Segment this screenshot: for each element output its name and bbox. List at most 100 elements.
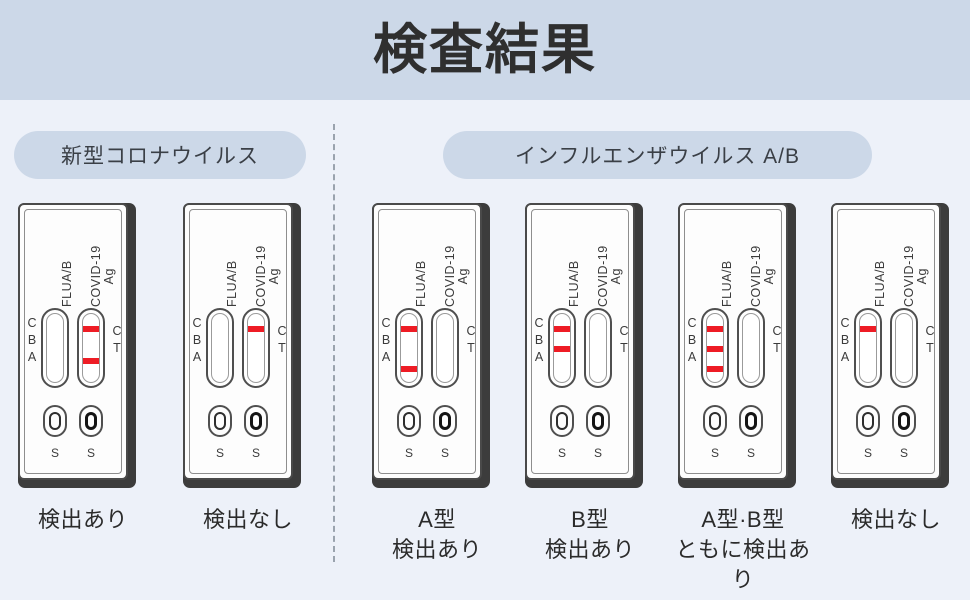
covid-sample-label: S bbox=[746, 446, 755, 460]
cassette-inner-outline bbox=[684, 209, 782, 474]
flu-window-label: FLUA/B bbox=[873, 260, 887, 307]
covid-window-strip bbox=[247, 313, 265, 383]
result-windows bbox=[20, 308, 130, 388]
cassette-caption: 検出なし bbox=[173, 505, 323, 535]
cassette-caption-line1: B型 bbox=[571, 507, 609, 532]
flu-sample-label: S bbox=[557, 446, 566, 460]
sample-wells bbox=[680, 405, 790, 445]
cassette-caption: 検出なし bbox=[821, 505, 970, 535]
covid-window-strip bbox=[589, 313, 607, 383]
flu-sample-well-hole bbox=[49, 412, 61, 430]
flu-result-window bbox=[395, 308, 423, 388]
result-band-covid-C bbox=[83, 326, 99, 332]
flu-sample-well-hole bbox=[862, 412, 874, 430]
flu-window-label: FLUA/B bbox=[414, 260, 428, 307]
covid-sample-well bbox=[892, 405, 916, 437]
flu-sample-well bbox=[397, 405, 421, 437]
sample-wells bbox=[374, 405, 484, 445]
cassette-caption: 検出あり bbox=[8, 505, 158, 535]
flu-sample-label: S bbox=[50, 446, 59, 460]
covid-sample-label: S bbox=[593, 446, 602, 460]
covid-result-window bbox=[890, 308, 918, 388]
flu-window-label: FLUA/B bbox=[60, 260, 74, 307]
cassette-caption: B型検出あり bbox=[515, 505, 665, 565]
result-band-flu-A bbox=[401, 366, 417, 372]
sample-wells bbox=[20, 405, 130, 445]
covid-window-strip bbox=[436, 313, 454, 383]
cassette-caption-line2: 検出あり bbox=[391, 537, 482, 562]
covid-sample-label: S bbox=[899, 446, 908, 460]
page-header: 検査結果 bbox=[0, 0, 970, 100]
flu-sample-label: S bbox=[710, 446, 719, 460]
covid-sample-well-hole bbox=[250, 412, 262, 430]
sample-wells bbox=[527, 405, 637, 445]
flu-sample-well bbox=[856, 405, 880, 437]
flu-sample-well bbox=[43, 405, 67, 437]
cassette-inner-outline bbox=[531, 209, 629, 474]
result-band-covid-T bbox=[83, 358, 99, 364]
covid-result-window bbox=[242, 308, 270, 388]
flu-sample-well bbox=[703, 405, 727, 437]
result-windows bbox=[374, 308, 484, 388]
flu-result-window bbox=[701, 308, 729, 388]
covid-sample-label: S bbox=[86, 446, 95, 460]
flu-sample-label: S bbox=[215, 446, 224, 460]
section-divider bbox=[333, 124, 335, 562]
covid-sample-well bbox=[244, 405, 268, 437]
covid-sample-well-hole bbox=[592, 412, 604, 430]
flu-sample-well bbox=[208, 405, 232, 437]
flu-window-label: FLUA/B bbox=[720, 260, 734, 307]
result-band-flu-B bbox=[554, 346, 570, 352]
cassette-caption-line1: A型 bbox=[418, 507, 456, 532]
flu-result-window bbox=[548, 308, 576, 388]
covid-result-window bbox=[584, 308, 612, 388]
covid-sample-well bbox=[433, 405, 457, 437]
flu-sample-label: S bbox=[404, 446, 413, 460]
cassette-inner-outline bbox=[837, 209, 935, 474]
cassette-caption-line2: ともに検出あり bbox=[675, 537, 811, 592]
covid-sample-label: S bbox=[440, 446, 449, 460]
section-badge-influenza-label: インフルエンザウイルス A/B bbox=[514, 145, 801, 168]
flu-sample-well-hole bbox=[403, 412, 415, 430]
covid-sample-well-hole bbox=[745, 412, 757, 430]
result-windows bbox=[185, 308, 295, 388]
cassette-caption-line1: 検出なし bbox=[202, 507, 293, 532]
sample-wells bbox=[185, 405, 295, 445]
flu-window-label: FLUA/B bbox=[567, 260, 581, 307]
covid-sample-well-hole bbox=[439, 412, 451, 430]
flu-sample-well-hole bbox=[556, 412, 568, 430]
cassette-inner-outline bbox=[24, 209, 122, 474]
page-title: 検査結果 bbox=[373, 20, 597, 80]
covid-result-window bbox=[737, 308, 765, 388]
